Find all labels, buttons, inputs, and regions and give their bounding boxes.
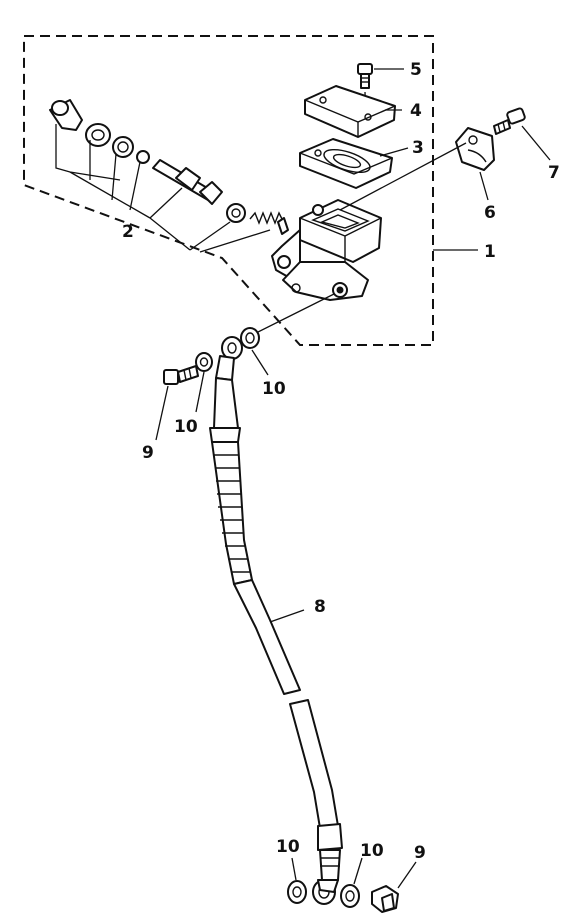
callout-9-top: 9 — [142, 443, 154, 463]
leader-line-9-bottom — [397, 861, 417, 889]
callout-10-upper-right: 10 — [262, 379, 286, 399]
diaphragm-part — [299, 138, 393, 189]
mounting-bracket-part — [455, 127, 495, 171]
upper-banjo-fitting — [215, 336, 243, 381]
upper-crush-washer-left — [195, 352, 213, 372]
reservoir-cap-part — [304, 85, 396, 138]
callout-7: 7 — [548, 163, 560, 183]
upper-crush-washer-right — [240, 327, 260, 349]
lower-banjo-fitting — [312, 879, 339, 905]
callout-5: 5 — [410, 60, 422, 80]
lower-crush-washer-left — [287, 880, 307, 904]
leader-line-10-bottom-right — [353, 857, 363, 885]
callout-10-bottom-right: 10 — [360, 841, 384, 861]
callout-1: 1 — [484, 242, 496, 262]
brake-hose-part — [209, 377, 343, 881]
leader-line-8 — [269, 609, 305, 623]
leader-lines-2 — [55, 124, 271, 253]
leader-line-7 — [521, 125, 551, 161]
assembly-boundary-dashed — [23, 35, 434, 346]
callout-10-bottom-left: 10 — [276, 837, 300, 857]
callout-6: 6 — [484, 203, 496, 223]
mounting-bolt-part — [493, 107, 526, 135]
callout-3: 3 — [412, 138, 424, 158]
callout-4: 4 — [410, 101, 422, 121]
leader-line-9-top — [155, 385, 169, 441]
leader-line-3 — [379, 147, 409, 157]
callout-10-upper-left: 10 — [174, 417, 198, 437]
piston-kit-parts — [49, 99, 289, 235]
leader-line-10-bottom-left — [291, 857, 297, 881]
upper-banjo-bolt — [163, 365, 199, 385]
leader-line-10-upper-left — [195, 371, 205, 413]
callout-2: 2 — [122, 222, 134, 242]
master-cylinder-body — [271, 199, 382, 301]
lower-banjo-bolt — [371, 885, 399, 913]
callout-9-bottom: 9 — [414, 843, 426, 863]
cap-screw-part — [357, 63, 373, 89]
lower-crush-washer-right — [340, 884, 360, 908]
leader-line-6 — [479, 171, 489, 201]
callout-8: 8 — [314, 597, 326, 617]
leader-line-10-upper-right — [251, 349, 269, 376]
